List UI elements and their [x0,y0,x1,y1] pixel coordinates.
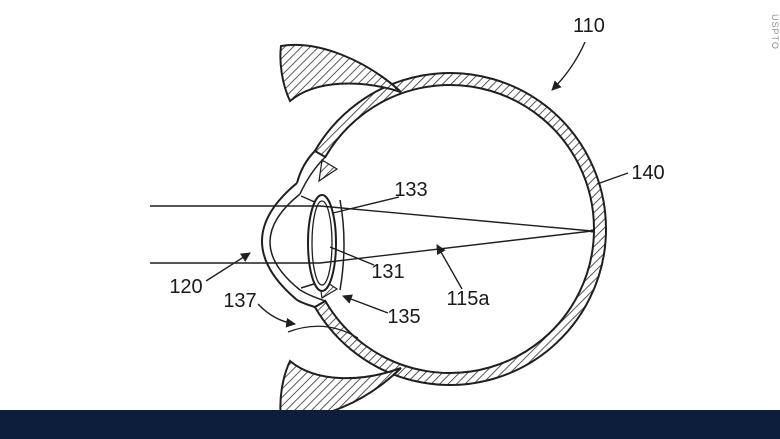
sclera-hatched-ring [313,72,607,386]
leader-137 [257,303,296,328]
lower-conjunctiva-line [287,325,359,339]
label-lens-posterior-135: 135 [387,306,420,328]
upper-eyelid [279,44,402,103]
limbus-top-inner [299,156,326,195]
leader-133 [332,196,400,214]
limbus-bottom-inner [299,289,326,302]
lower-eyelid [279,359,402,410]
light-rays [150,205,593,264]
leader-110 [551,41,586,91]
label-lens-anterior-133: 133 [394,179,427,201]
leader-140 [596,172,629,185]
leader-131 [329,246,375,266]
light-ray-bottom-refracted [319,230,593,264]
label-cornea-120: 120 [169,276,202,298]
label-sclera-140: 140 [631,162,664,184]
leader-120 [205,252,251,282]
lens-outer-capsule [307,194,337,292]
cornea-inner-surface [269,193,301,291]
posterior-capsule-line [339,199,345,291]
eye-patent-diagram: 110 140 133 131 115a 135 137 120 USPTO [150,14,780,410]
ciliary-body-top [318,159,339,183]
leader-135 [342,294,389,314]
bottom-navy-bar [0,410,780,439]
limbus-top-outer [296,150,316,184]
lens-inner-body [311,200,333,286]
limbus-bottom-outer [296,299,316,308]
label-eyeball-110: 110 [573,15,605,37]
light-ray-top-refracted [319,205,593,232]
label-lower-eyelid-137: 137 [223,290,256,312]
leader-115a [436,244,463,290]
cornea-outer-surface [261,182,298,301]
label-light-path-115a: 115a [446,288,490,310]
label-lens-131: 131 [371,261,404,283]
focal-point [590,229,594,233]
uspto-watermark: USPTO [770,14,780,50]
